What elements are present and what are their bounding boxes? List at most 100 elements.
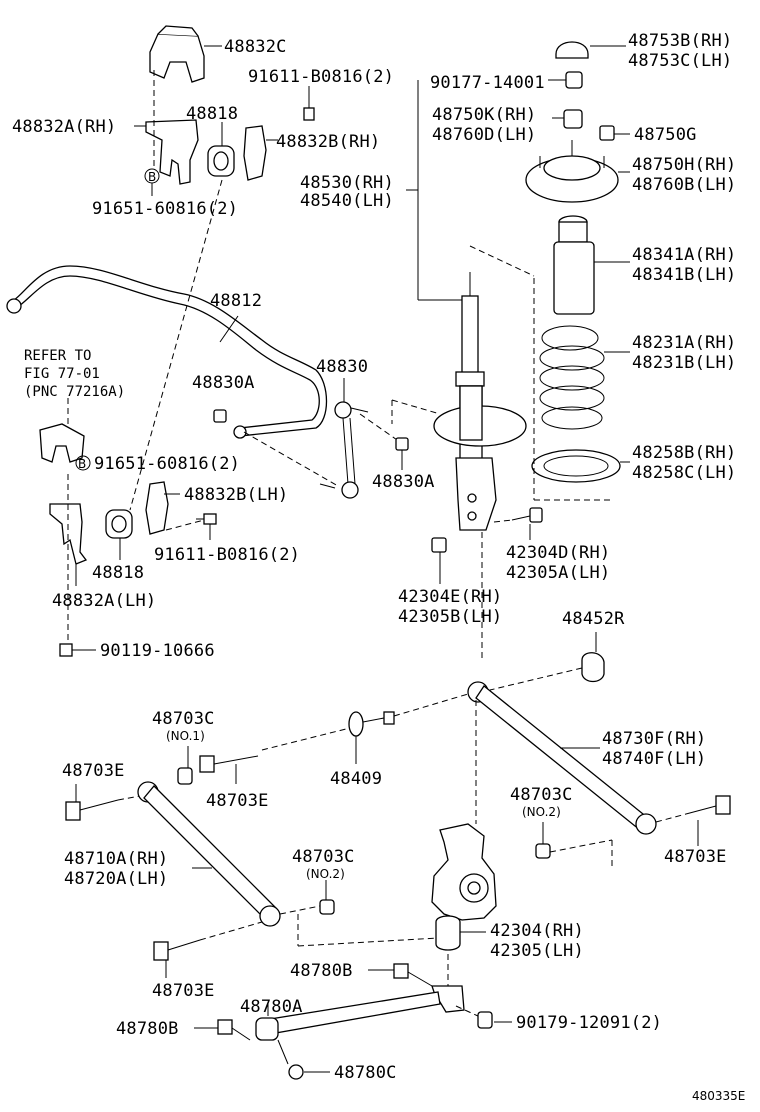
clamp-48832a-rh-drawing bbox=[145, 119, 199, 185]
bracket-48832b-rh-drawing bbox=[243, 125, 267, 181]
nut-90179-drawing bbox=[477, 1011, 493, 1029]
label-90179-12091: 90179-12091(2) bbox=[516, 1013, 662, 1033]
circle-b-top-letter: B bbox=[148, 170, 156, 184]
bolt-48703e-b-drawing bbox=[199, 755, 259, 773]
bolt-48703e-d-drawing bbox=[153, 939, 201, 961]
coil-spring-48231a-drawing bbox=[539, 325, 605, 430]
mount-48750h-drawing bbox=[525, 140, 619, 203]
bolt-42304d-drawing bbox=[511, 507, 543, 523]
label-48258c-lh: 48258C(LH) bbox=[632, 463, 736, 483]
label-48710a-rh: 48710A(RH) bbox=[64, 849, 168, 869]
arm-48710a-drawing bbox=[137, 781, 281, 927]
bushing-48750k-drawing bbox=[563, 109, 583, 129]
label-42304d-rh: 42304D(RH) bbox=[506, 543, 610, 563]
label-42304e-rh: 42304E(RH) bbox=[398, 587, 502, 607]
label-48231a-rh: 48231A(RH) bbox=[632, 333, 736, 353]
bolt-90119-drawing bbox=[59, 643, 73, 657]
refer-text-line3: (PNC 77216A) bbox=[24, 384, 125, 400]
label-48750h-rh: 48750H(RH) bbox=[632, 155, 736, 175]
label-48760b-lh: 48760B(LH) bbox=[632, 175, 736, 195]
strut-48530-drawing bbox=[433, 272, 527, 531]
label-91651-60816-bottom: 91651-60816(2) bbox=[94, 454, 240, 474]
label-91611-b0816-bottom: 91611-B0816(2) bbox=[154, 545, 300, 565]
link-48830-drawing bbox=[319, 401, 369, 499]
bolt-48780b-b-drawing bbox=[217, 1019, 251, 1041]
label-91611-b0816-top: 91611-B0816(2) bbox=[248, 67, 394, 87]
label-48540-lh: 48540(LH) bbox=[300, 191, 394, 211]
spring-seat-48258b-drawing bbox=[531, 449, 621, 483]
washer-48409-drawing bbox=[348, 711, 395, 737]
label-42304-rh: 42304(RH) bbox=[490, 921, 584, 941]
label-48832b-lh: 48832B(LH) bbox=[184, 485, 288, 505]
label-90177-14001: 90177-14001 bbox=[430, 73, 545, 93]
bushing-48818-bottom-drawing bbox=[105, 509, 133, 539]
refer-text-line1: REFER TO bbox=[24, 348, 91, 364]
label-91651-60816-top: 91651-60816(2) bbox=[92, 199, 238, 219]
label-48832a-lh: 48832A(LH) bbox=[52, 591, 156, 611]
label-48703c-no1: 48703C bbox=[152, 709, 215, 729]
label-48832c: 48832C bbox=[224, 37, 287, 57]
nut-48830a-top-drawing bbox=[213, 409, 227, 423]
label-48452r: 48452R bbox=[562, 609, 625, 629]
label-48780b-b: 48780B bbox=[116, 1019, 179, 1039]
bumper-48341a-drawing bbox=[553, 215, 595, 315]
label-42305a-lh: 42305A(LH) bbox=[506, 563, 610, 583]
bushing-48452r-drawing bbox=[581, 652, 605, 683]
label-48818-bottom: 48818 bbox=[92, 563, 144, 583]
nut-48750g-drawing bbox=[599, 125, 615, 141]
note-no1: (NO.1) bbox=[166, 729, 205, 743]
nut-48830a-bottom-drawing bbox=[395, 437, 409, 451]
label-42305b-lh: 42305B(LH) bbox=[398, 607, 502, 627]
label-48753b-rh: 48753B(RH) bbox=[628, 31, 732, 51]
label-48760d-lh: 48760D(LH) bbox=[432, 125, 536, 145]
label-48832b-rh: 48832B(RH) bbox=[276, 132, 380, 152]
label-48231b-lh: 48231B(LH) bbox=[632, 353, 736, 373]
label-48703c-no2-right: 48703C bbox=[510, 785, 573, 805]
note-no2-middle: (NO.2) bbox=[306, 867, 345, 881]
nut-42304e-drawing bbox=[431, 537, 447, 553]
label-48830a-bottom: 48830A bbox=[372, 472, 435, 492]
drawing-id: 480335E bbox=[692, 1089, 745, 1103]
circle-b-bottom-letter: B bbox=[78, 457, 86, 471]
label-48341a-rh: 48341A(RH) bbox=[632, 245, 736, 265]
bolt-48703e-a-drawing bbox=[65, 799, 119, 821]
label-48341b-lh: 48341B(LH) bbox=[632, 265, 736, 285]
label-48703e-c: 48703E bbox=[664, 847, 727, 867]
label-48720a-lh: 48720A(LH) bbox=[64, 869, 168, 889]
label-48830a-top: 48830A bbox=[192, 373, 255, 393]
arm-48780a-drawing bbox=[255, 985, 465, 1041]
label-48740f-lh: 48740F(LH) bbox=[602, 749, 706, 769]
bolt-91611-top-drawing bbox=[303, 96, 315, 121]
label-90119-10666: 90119-10666 bbox=[100, 641, 215, 661]
label-48780c: 48780C bbox=[334, 1063, 397, 1083]
nut-48703c-no2-right-drawing bbox=[535, 843, 551, 859]
labels-group: 48832C 91611-B0816(2) 48818 48832A(RH) 4… bbox=[12, 31, 745, 1103]
label-48830: 48830 bbox=[316, 357, 368, 377]
refer-text-line2: FIG 77-01 bbox=[24, 366, 100, 382]
label-42305-lh: 42305(LH) bbox=[490, 941, 584, 961]
label-48753c-lh: 48753C(LH) bbox=[628, 51, 732, 71]
bracket-48832c-drawing bbox=[149, 25, 205, 83]
label-48730f-rh: 48730F(RH) bbox=[602, 729, 706, 749]
nut-90177-drawing bbox=[565, 71, 583, 89]
label-48530-rh: 48530(RH) bbox=[300, 173, 394, 193]
label-48258b-rh: 48258B(RH) bbox=[632, 443, 736, 463]
cap-48753b-drawing bbox=[555, 41, 589, 59]
bushing-48818-top-drawing bbox=[207, 145, 235, 177]
label-48703c-no2-middle: 48703C bbox=[292, 847, 355, 867]
label-48780b-a: 48780B bbox=[290, 961, 353, 981]
label-48750k-rh: 48750K(RH) bbox=[432, 105, 536, 125]
bolt-48703e-c-drawing bbox=[685, 795, 731, 815]
knuckle-42304-drawing bbox=[431, 823, 497, 951]
label-48703e-a: 48703E bbox=[62, 761, 125, 781]
label-48832a-rh: 48832A(RH) bbox=[12, 117, 116, 137]
note-no2-right: (NO.2) bbox=[522, 805, 561, 819]
label-48750g: 48750G bbox=[634, 125, 697, 145]
reference-bracket-drawing bbox=[39, 423, 85, 463]
label-48703e-b: 48703E bbox=[206, 791, 269, 811]
label-48812: 48812 bbox=[210, 291, 262, 311]
bushing-48780c-drawing bbox=[277, 1039, 304, 1080]
bracket-48832b-lh-drawing bbox=[145, 481, 169, 535]
